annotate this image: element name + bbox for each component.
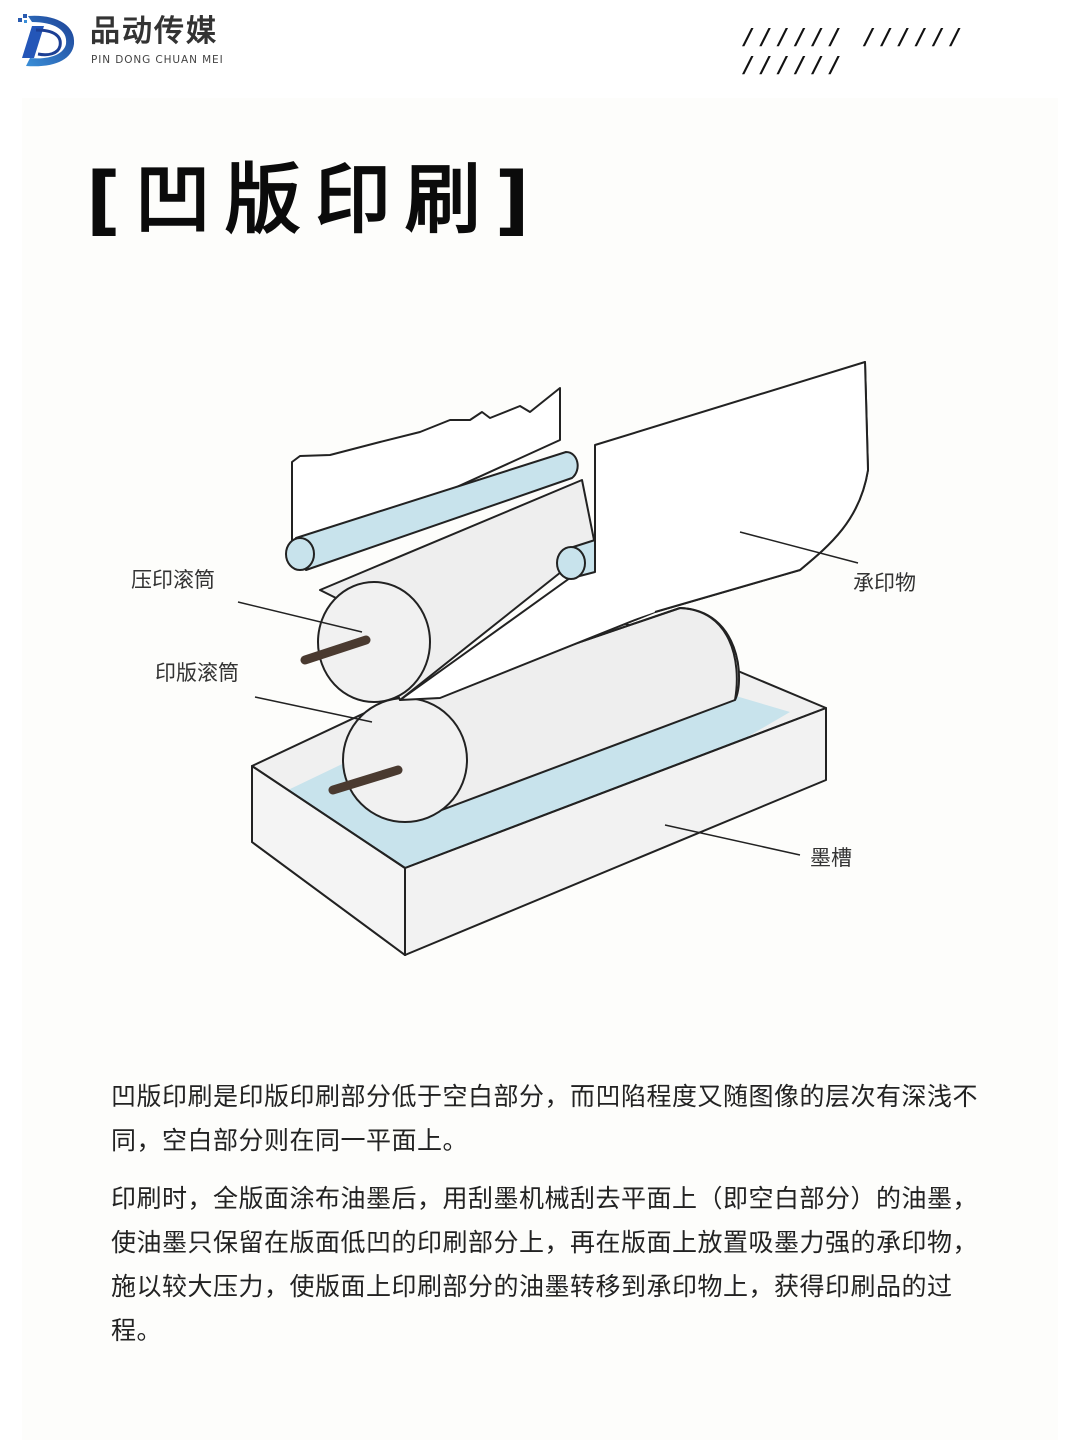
impression-axle — [300, 635, 371, 665]
description-paragraph-2: 印刷时，全版面涂布油墨后，用刮墨机械刮去平面上（即空白部分）的油墨，使油墨只保留… — [111, 1184, 979, 1345]
label-impression-cylinder: 压印滚筒 — [131, 568, 215, 592]
page-title: [凹版印刷] — [86, 155, 544, 244]
brand-name-en: PIN DONG CHUAN MEI — [91, 54, 224, 66]
plate-axle — [328, 765, 403, 795]
label-substrate: 承印物 — [853, 571, 916, 595]
decorative-slashes: ////// ////// ////// — [742, 25, 967, 78]
brand-name-cn: 品动传媒 — [90, 14, 218, 49]
label-plate-cylinder: 印版滚筒 — [155, 661, 239, 685]
header: 品动传媒 PIN DONG CHUAN MEI ////// ////// //… — [0, 0, 1080, 90]
brand-logo-icon — [18, 14, 75, 67]
description-paragraph-1: 凹版印刷是印版印刷部分低于空白部分，而凹陷程度又随图像的层次有深浅不同，空白部分… — [111, 1082, 979, 1155]
guide-roller-small — [556, 546, 586, 580]
impression-cylinder-end — [317, 581, 431, 703]
guide-roller-top — [295, 451, 579, 571]
label-ink-tray: 墨槽 — [810, 846, 852, 870]
plate-cylinder-end — [342, 697, 468, 823]
gravure-printing-diagram — [237, 361, 869, 956]
